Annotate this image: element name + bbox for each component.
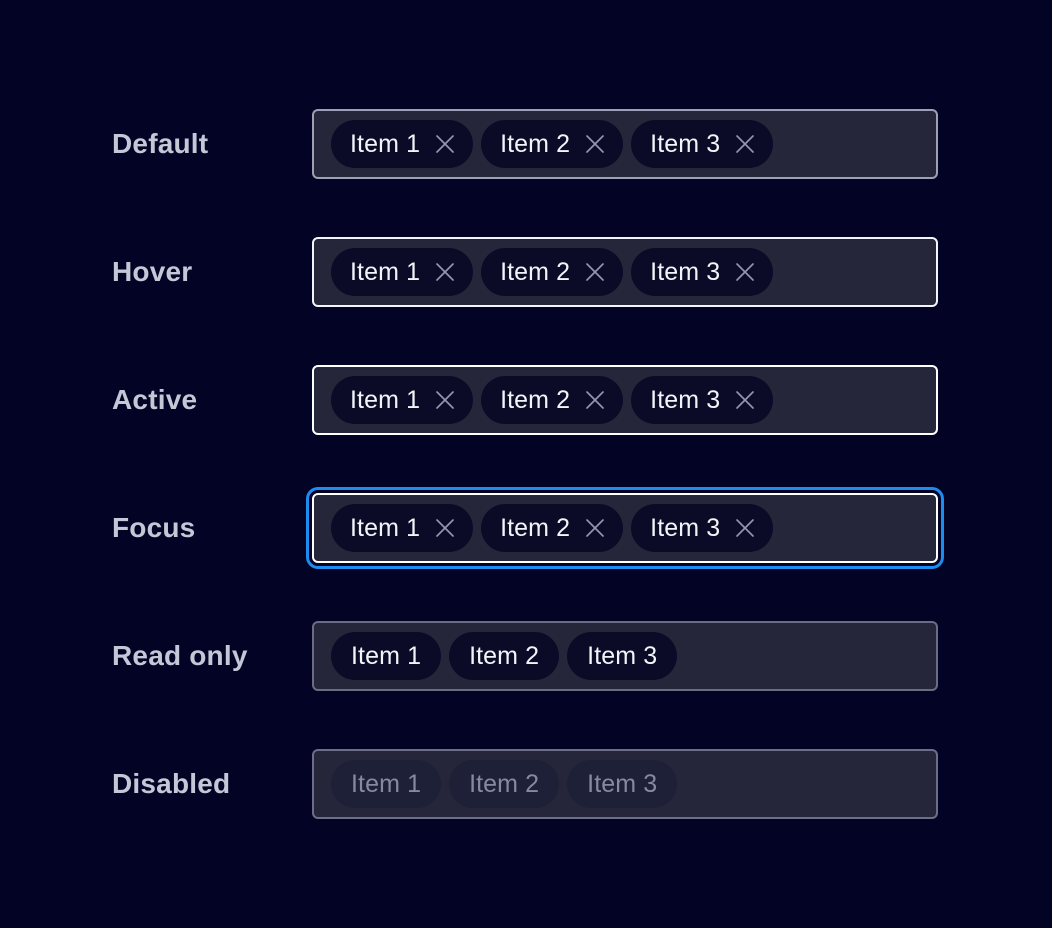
close-icon[interactable] [734,261,756,283]
close-icon[interactable] [584,517,606,539]
chip[interactable]: Item 3 [631,248,774,296]
state-row-readonly: Read only Item 1 Item 2 Item 3 [0,619,1052,693]
chip[interactable]: Item 1 [331,120,474,168]
chip-label: Item 1 [351,641,422,670]
close-icon[interactable] [434,389,456,411]
chip[interactable]: Item 2 [481,376,624,424]
state-row-default: Default Item 1 Item 2 Item 3 [0,107,1052,181]
chip-label: Item 1 [350,129,421,158]
close-icon[interactable] [734,517,756,539]
chip-label: Item 1 [350,513,421,542]
state-label-focus: Focus [112,512,196,543]
chip[interactable]: Item 2 [481,504,624,552]
chip-label: Item 2 [469,769,540,798]
chip-label: Item 3 [587,769,658,798]
close-icon[interactable] [584,389,606,411]
chip-label: Item 2 [500,129,571,158]
chip-label: Item 3 [587,641,658,670]
state-label-readonly: Read only [112,640,248,671]
chip-label: Item 3 [650,385,721,414]
chip[interactable]: Item 3 [567,632,678,680]
chip[interactable]: Item 2 [481,248,624,296]
chip: Item 2 [449,760,560,808]
chip[interactable]: Item 3 [631,376,774,424]
chips-input-default[interactable]: Item 1 Item 2 Item 3 [312,109,938,179]
chip: Item 3 [567,760,678,808]
chips-input-focus[interactable]: Item 1 Item 2 Item 3 [306,487,944,569]
chip-label: Item 2 [500,385,571,414]
chip-label: Item 1 [351,769,422,798]
chips-input-active[interactable]: Item 1 Item 2 Item 3 [312,365,938,435]
chip[interactable]: Item 1 [331,632,442,680]
chip[interactable]: Item 2 [481,120,624,168]
chip-label: Item 1 [350,385,421,414]
state-label-hover: Hover [112,256,193,287]
chip[interactable]: Item 3 [631,504,774,552]
chip-label: Item 3 [650,513,721,542]
state-label-active: Active [112,384,198,415]
chip[interactable]: Item 1 [331,248,474,296]
chip: Item 1 [331,760,442,808]
close-icon[interactable] [734,389,756,411]
chip[interactable]: Item 3 [631,120,774,168]
state-label-default: Default [112,128,209,159]
state-row-disabled: Disabled Item 1 Item 2 Item 3 [0,747,1052,821]
state-label-disabled: Disabled [112,768,231,799]
close-icon[interactable] [434,133,456,155]
close-icon[interactable] [584,261,606,283]
chips-input-readonly[interactable]: Item 1 Item 2 Item 3 [312,621,938,691]
chip-label: Item 2 [500,257,571,286]
chip-label: Item 3 [650,129,721,158]
state-row-focus: Focus Item 1 Item 2 Item 3 [0,487,1052,569]
chip-label: Item 2 [500,513,571,542]
chip-label: Item 1 [350,257,421,286]
state-row-hover: Hover Item 1 Item 2 Item 3 [0,235,1052,309]
chip[interactable]: Item 2 [449,632,560,680]
chip[interactable]: Item 1 [331,504,474,552]
chips-input-disabled: Item 1 Item 2 Item 3 [312,749,938,819]
chip-label: Item 3 [650,257,721,286]
close-icon[interactable] [734,133,756,155]
chips-input-hover[interactable]: Item 1 Item 2 Item 3 [312,237,938,307]
state-row-active: Active Item 1 Item 2 Item 3 [0,363,1052,437]
close-icon[interactable] [584,133,606,155]
close-icon[interactable] [434,261,456,283]
close-icon[interactable] [434,517,456,539]
chip-label: Item 2 [469,641,540,670]
chip[interactable]: Item 1 [331,376,474,424]
